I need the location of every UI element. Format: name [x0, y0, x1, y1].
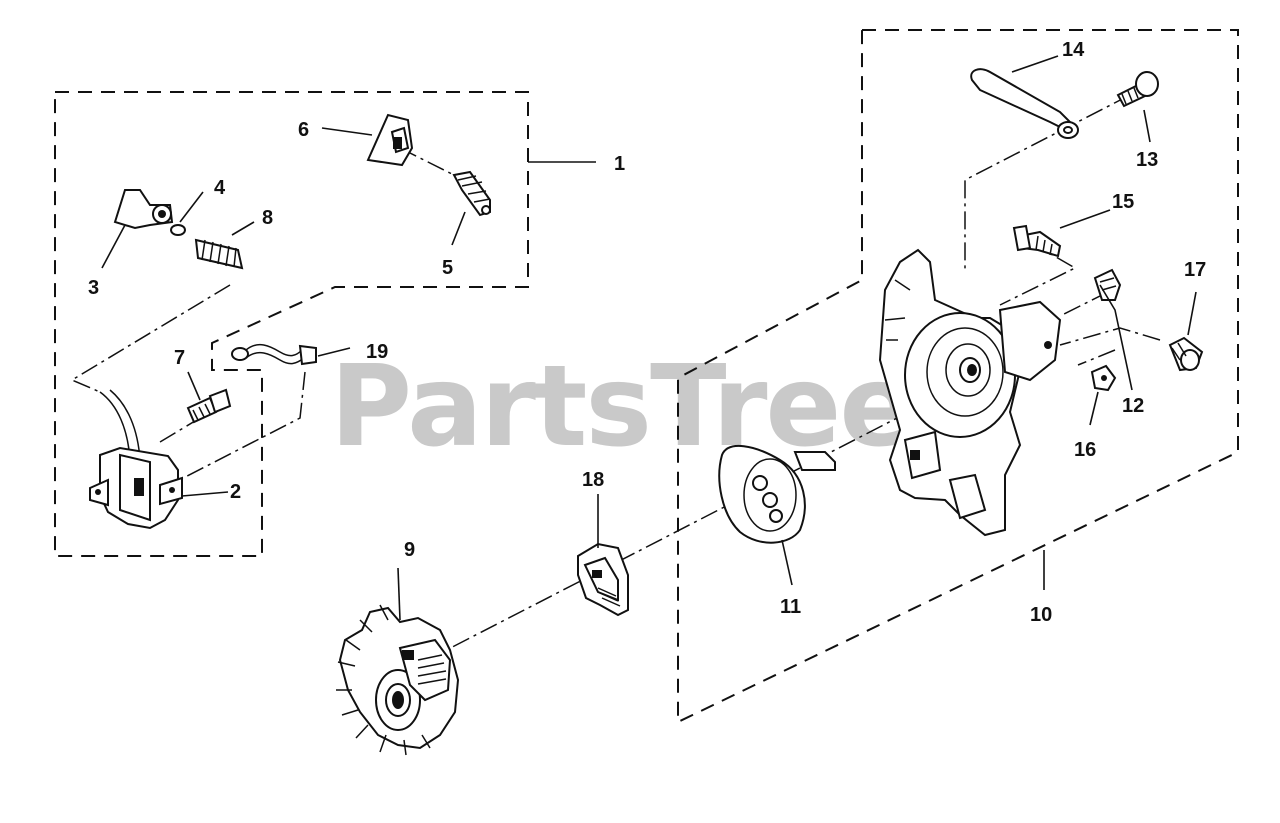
watermark-text: PartsTree — [330, 342, 913, 472]
callout-7: 7 — [174, 347, 185, 369]
callout-4: 4 — [214, 177, 226, 199]
part-3-plug-boot[interactable] — [113, 189, 174, 230]
callout-11: 11 — [780, 596, 801, 618]
part-8-spring[interactable] — [194, 238, 244, 270]
part-18-clutch[interactable] — [577, 542, 629, 617]
screw17-axis — [1059, 327, 1161, 346]
part-13-bolt[interactable] — [1116, 71, 1159, 108]
callout-1: 1 — [614, 153, 625, 175]
part-4-ring[interactable] — [170, 224, 186, 236]
part-14-pull-handle[interactable] — [970, 68, 1079, 139]
callout-3: 3 — [88, 277, 99, 299]
callout-6: 6 — [298, 119, 309, 141]
callout-8: 8 — [262, 207, 273, 229]
group-10-box — [677, 29, 1239, 724]
part-19-wire-lead[interactable] — [231, 343, 317, 366]
boot-axis — [70, 284, 231, 393]
part-5-spark-plug[interactable] — [452, 170, 491, 217]
part-12-pawl[interactable] — [1093, 268, 1122, 301]
callout-18: 18 — [582, 469, 604, 491]
part-2-ignition-coil[interactable] — [89, 389, 183, 530]
part-17-screw[interactable] — [1168, 336, 1204, 372]
callout-9: 9 — [404, 539, 415, 561]
part-11-clutch-drum[interactable] — [718, 444, 836, 544]
part-16-clip[interactable] — [1090, 364, 1117, 392]
callout-10: 10 — [1030, 604, 1052, 626]
callout-5: 5 — [442, 257, 453, 279]
screw15-axis — [999, 241, 1077, 306]
callout-19: 19 — [366, 341, 388, 363]
callout-16: 16 — [1074, 439, 1096, 461]
part-10-housing[interactable] — [878, 248, 1062, 537]
callout-17: 17 — [1184, 259, 1206, 281]
callout-14: 14 — [1062, 39, 1085, 61]
part-6-plug-bracket[interactable] — [366, 113, 414, 167]
group-1-box — [54, 91, 529, 557]
callout-12: 12 — [1122, 395, 1144, 417]
leader-lines — [101, 55, 1197, 621]
callout-2: 2 — [230, 481, 241, 503]
part16-axis — [1077, 349, 1116, 366]
part-7-screw[interactable] — [186, 388, 232, 424]
part-15-screw[interactable] — [1012, 224, 1062, 258]
callout-15: 15 — [1112, 191, 1134, 213]
part-9-flywheel[interactable] — [336, 604, 460, 756]
callout-13: 13 — [1136, 149, 1158, 171]
lead-axis — [159, 371, 306, 491]
